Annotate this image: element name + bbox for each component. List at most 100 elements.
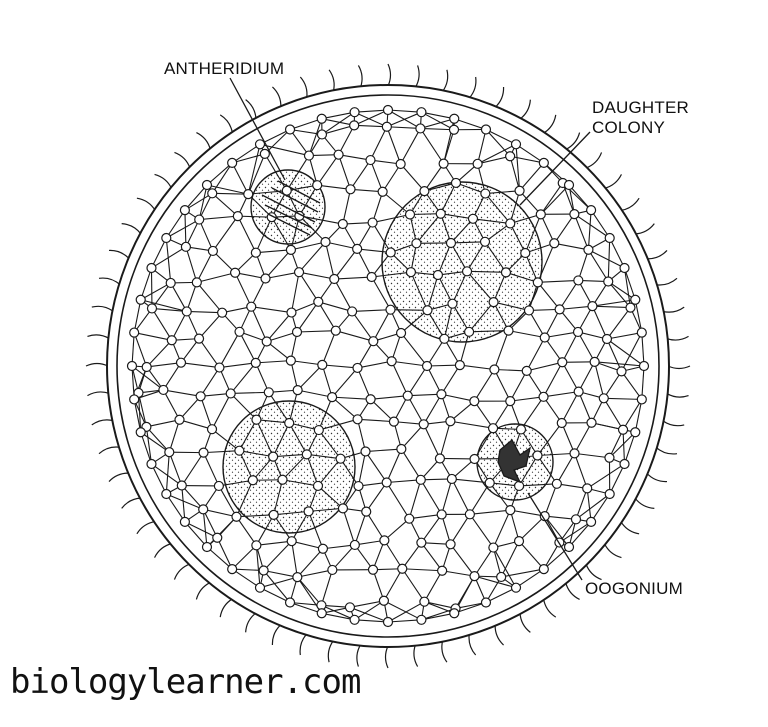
cytoplasmic-strand [334, 276, 372, 280]
cytoplasmic-strand [421, 111, 455, 120]
cytoplasmic-strand [591, 305, 608, 340]
somatic-cell [422, 305, 433, 316]
cytoplasmic-strand [423, 393, 442, 425]
cytoplasmic-strand [420, 118, 455, 129]
cytoplasmic-strand [383, 568, 403, 602]
colony-inner-wall [116, 94, 660, 638]
cytoplasmic-strand [259, 143, 310, 157]
cytoplasmic-strand [400, 423, 425, 450]
somatic-cell [395, 158, 406, 170]
cytoplasmic-strand [170, 282, 188, 312]
flagellum [245, 612, 257, 633]
flagellum [620, 197, 640, 212]
somatic-cell [337, 218, 348, 230]
somatic-cell [480, 188, 491, 199]
cytoplasmic-strand [235, 272, 266, 280]
somatic-cell [436, 509, 447, 520]
cytoplasmic-strand [203, 452, 220, 487]
cytoplasmic-strand [151, 308, 173, 341]
somatic-cell [569, 208, 580, 220]
cytoplasmic-strand [265, 249, 292, 279]
cytoplasmic-strand [386, 448, 402, 483]
cytoplasmic-strand [200, 367, 220, 397]
cytoplasmic-strand [408, 479, 422, 519]
cytoplasmic-strand [469, 509, 511, 515]
somatic-cell [206, 424, 218, 435]
cytoplasmic-strand [332, 396, 371, 400]
cytoplasmic-strand [606, 332, 642, 340]
cytoplasmic-strand [318, 396, 333, 431]
cytoplasmic-strand [493, 301, 530, 311]
cytoplasmic-strand [230, 393, 257, 421]
somatic-cell [521, 365, 532, 376]
somatic-cell [301, 449, 312, 460]
cytoplasmic-strand [372, 213, 411, 224]
somatic-cell [361, 506, 372, 517]
somatic-cell [181, 306, 192, 317]
cytoplasmic-strand [340, 458, 359, 487]
cytoplasmic-strand [537, 452, 575, 457]
cytoplasmic-strand [382, 191, 411, 215]
cytoplasmic-strand [238, 450, 254, 481]
somatic-cell [352, 362, 363, 374]
cytoplasmic-strand [296, 301, 319, 333]
cytoplasmic-strand [218, 479, 253, 487]
cytoplasmic-strand [186, 310, 223, 314]
cytoplasmic-strand [426, 365, 442, 395]
cytoplasmic-strand [390, 309, 428, 311]
cytoplasmic-strand [211, 428, 240, 452]
cytoplasmic-strand [477, 143, 517, 165]
cytoplasmic-strand [544, 515, 570, 548]
cytoplasmic-strand [509, 370, 528, 402]
cytoplasmic-strand [308, 507, 343, 512]
somatic-cell [385, 247, 396, 258]
somatic-cell [232, 211, 243, 222]
cytoplasmic-strand [505, 271, 538, 283]
somatic-cell [378, 595, 390, 606]
cytoplasmic-strand [568, 521, 592, 548]
cytoplasmic-strand [450, 514, 471, 545]
cytoplasmic-strand [526, 361, 563, 372]
somatic-cell [194, 214, 205, 225]
cytoplasmic-strand [477, 155, 511, 165]
cytoplasmic-strand [609, 237, 626, 269]
cytoplasmic-strand [450, 218, 474, 244]
cytoplasmic-strand [440, 364, 461, 395]
somatic-cell [404, 209, 416, 220]
somatic-cell [360, 446, 371, 457]
somatic-cell [454, 359, 465, 371]
somatic-cell [254, 582, 266, 593]
cytoplasmic-strand [426, 274, 439, 311]
cytoplasmic-strand [578, 361, 596, 392]
cytoplasmic-strand [400, 163, 425, 192]
cytoplasmic-strand [587, 210, 592, 250]
cytoplasmic-strand [321, 604, 355, 621]
cytoplasmic-strand [290, 360, 323, 366]
flagellum [414, 65, 420, 88]
cytoplasmic-strand [259, 587, 291, 604]
cytoplasmic-strand [165, 209, 186, 239]
cytoplasmic-strand [426, 310, 445, 340]
cytoplasmic-strand [426, 338, 445, 367]
somatic-cell [619, 458, 630, 470]
cytoplasmic-strand [423, 163, 445, 192]
cytoplasmic-strand [556, 483, 588, 489]
cytoplasmic-strand [485, 190, 520, 195]
cytoplasmic-strand [607, 281, 636, 301]
cytoplasmic-strand [622, 429, 626, 464]
somatic-cell [418, 419, 429, 430]
cytoplasmic-strand [145, 426, 170, 453]
cytoplasmic-strand [437, 242, 452, 276]
cytoplasmic-strand [515, 143, 545, 164]
cytoplasmic-strand [234, 272, 252, 307]
somatic-cell [449, 113, 460, 124]
flagellum [494, 624, 504, 646]
cytoplasmic-strand [288, 389, 299, 424]
cytoplasmic-strand [289, 118, 322, 131]
flagellum [272, 86, 282, 108]
cytoplasmic-strand [206, 546, 233, 570]
cytoplasmic-strand [255, 514, 275, 546]
cytoplasmic-strand [163, 389, 201, 397]
flagellum [442, 69, 449, 92]
cytoplasmic-strand [180, 362, 220, 369]
